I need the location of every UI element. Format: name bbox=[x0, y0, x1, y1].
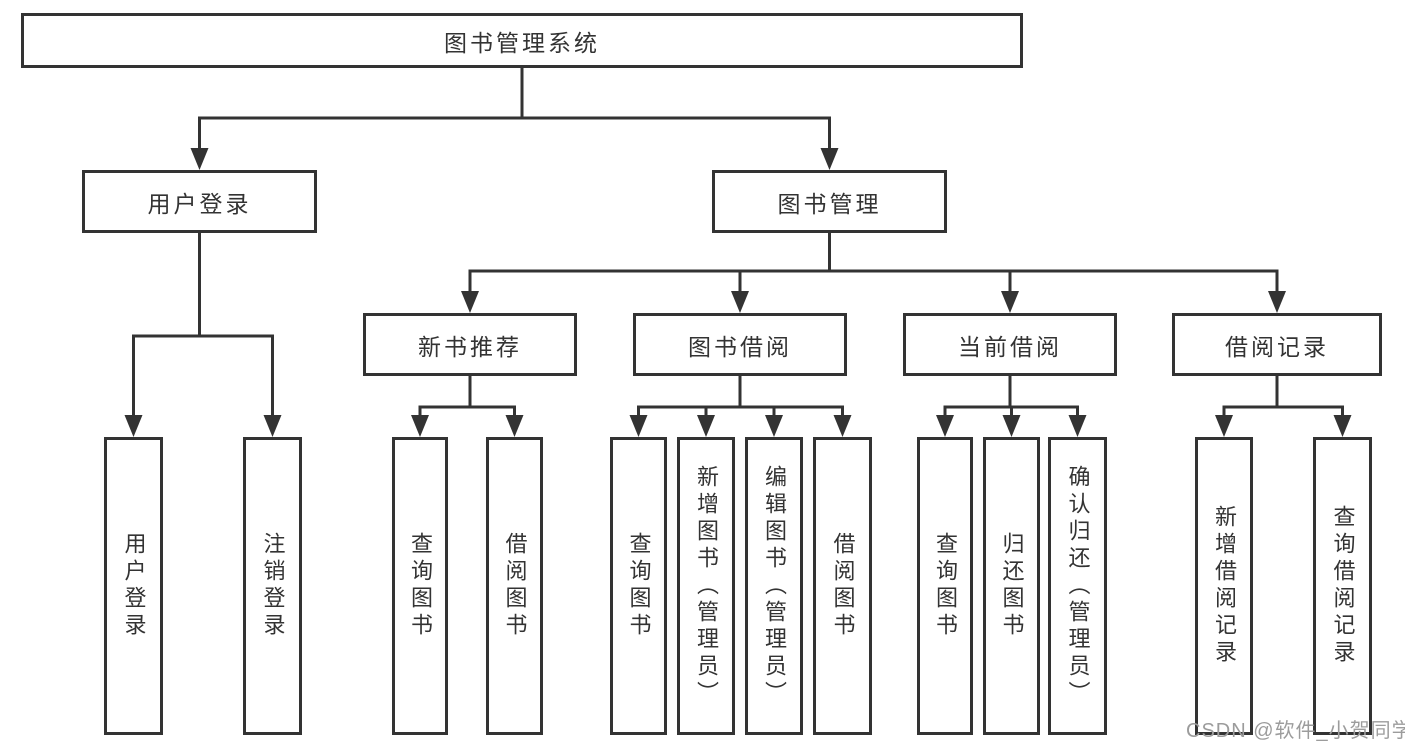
node-label: 图书管理 bbox=[777, 190, 882, 217]
node-leaf-query-books-current: 查询图书 bbox=[917, 437, 973, 735]
node-label: 查询图书 bbox=[408, 532, 433, 640]
node-leaf-borrow-books-recommend: 借阅图书 bbox=[486, 437, 543, 735]
node-label: 用户登录 bbox=[147, 190, 252, 217]
node-label: 查询图书 bbox=[626, 532, 652, 640]
node-new-book-recommend: 新书推荐 bbox=[363, 313, 577, 376]
node-current-borrow: 当前借阅 bbox=[903, 313, 1117, 376]
node-user-login: 用户登录 bbox=[82, 170, 317, 233]
node-label: 新增借阅记录 bbox=[1212, 505, 1237, 667]
node-label: 新书推荐 bbox=[418, 333, 522, 360]
node-leaf-query-books-recommend: 查询图书 bbox=[392, 437, 448, 735]
csdn-watermark: CSDN @软件_小贺同学 bbox=[1186, 720, 1405, 742]
node-label: 新增图书（管理员） bbox=[694, 464, 719, 708]
node-label: 借阅图书 bbox=[830, 532, 856, 640]
node-label: 查询图书 bbox=[933, 532, 958, 640]
node-book-borrow: 图书借阅 bbox=[633, 313, 847, 376]
node-leaf-query-books-borrow: 查询图书 bbox=[610, 437, 667, 735]
node-leaf-return-books: 归还图书 bbox=[983, 437, 1040, 735]
node-leaf-logout: 注销登录 bbox=[243, 437, 302, 735]
node-leaf-query-borrow-record: 查询借阅记录 bbox=[1313, 437, 1372, 735]
node-label: 查询借阅记录 bbox=[1330, 505, 1356, 667]
node-label: 确认归还（管理员） bbox=[1065, 464, 1091, 708]
node-label: 当前借阅 bbox=[958, 333, 1062, 360]
node-leaf-confirm-return-admin: 确认归还（管理员） bbox=[1048, 437, 1107, 735]
node-label: 用户登录 bbox=[121, 532, 147, 640]
node-borrow-records: 借阅记录 bbox=[1172, 313, 1382, 376]
node-label: 编辑图书（管理员） bbox=[762, 464, 787, 708]
node-leaf-user-login: 用户登录 bbox=[104, 437, 163, 735]
node-root-system: 图书管理系统 bbox=[21, 13, 1023, 68]
node-label: 图书借阅 bbox=[688, 333, 792, 360]
node-book-management: 图书管理 bbox=[712, 170, 947, 233]
node-label: 注销登录 bbox=[260, 532, 286, 640]
node-leaf-borrow-books-borrow: 借阅图书 bbox=[813, 437, 872, 735]
node-label: 借阅记录 bbox=[1225, 333, 1329, 360]
node-label: 归还图书 bbox=[999, 532, 1025, 640]
node-label: 图书管理系统 bbox=[444, 29, 600, 56]
node-leaf-edit-books-admin: 编辑图书（管理员） bbox=[745, 437, 803, 735]
node-leaf-add-books-admin: 新增图书（管理员） bbox=[677, 437, 735, 735]
node-leaf-add-borrow-record: 新增借阅记录 bbox=[1195, 437, 1253, 735]
node-label: 借阅图书 bbox=[502, 532, 528, 640]
